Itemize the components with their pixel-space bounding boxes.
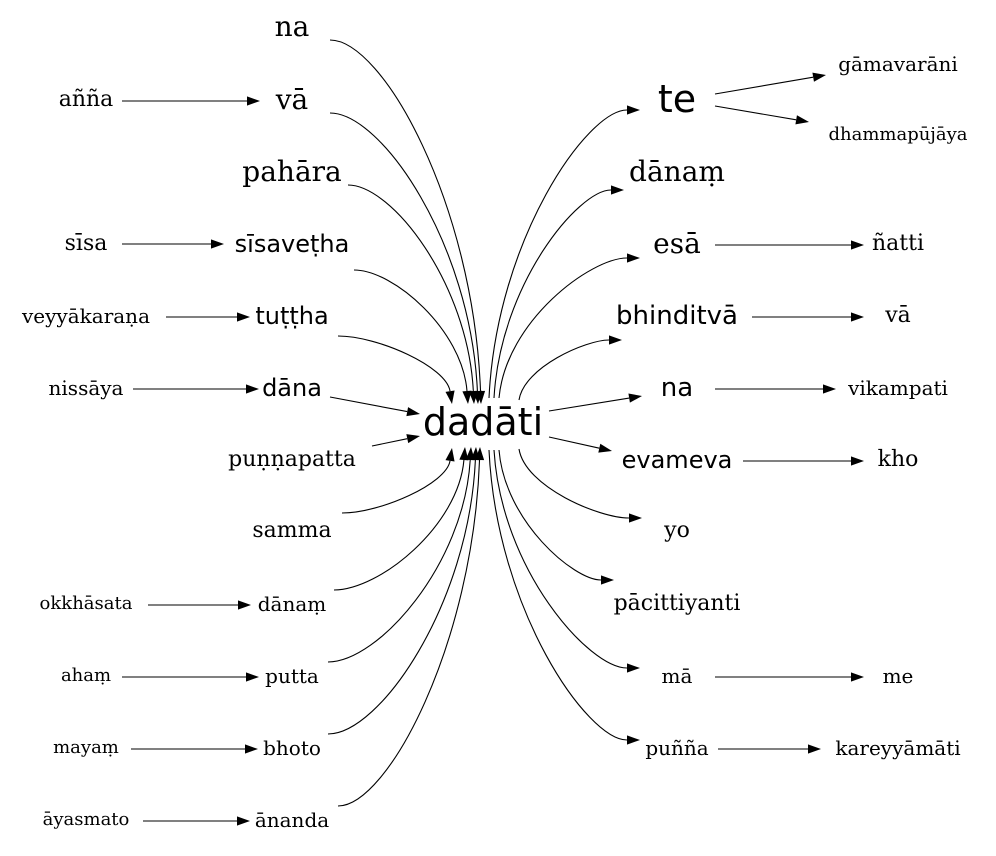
node-l-sisa: sīsa	[64, 231, 108, 256]
arrowhead-l-mayam-to-l-bhoto	[245, 744, 258, 754]
arrowhead-l-sisavetha-to-dadati	[462, 390, 472, 404]
node-r-yo: yo	[664, 518, 690, 543]
node-r-danam: dānaṃ	[629, 155, 725, 188]
arrowhead-l-danam-to-dadati	[459, 447, 469, 461]
edge-l-putta-to-dadati	[327, 459, 471, 663]
arrowhead-l-aham-to-l-putta	[246, 672, 259, 682]
arrowhead-r-punna-to-r-kareyyamati	[808, 744, 821, 754]
edge-l-punnapatta-to-dadati	[371, 438, 408, 447]
node-r-vikampati: vikampati	[848, 376, 948, 400]
arrowhead-l-okkhasata-to-l-danam	[238, 600, 251, 610]
arrowhead-l-sisa-to-l-sisavetha	[211, 239, 224, 249]
edge-l-va-to-dadati	[329, 112, 478, 392]
edge-dadati-to-r-na	[548, 397, 630, 412]
arrowhead-r-te-to-r-dhammapujaya	[795, 115, 809, 125]
node-r-punna: puñña	[645, 736, 709, 760]
edge-dadati-to-r-yo	[518, 448, 630, 519]
arrowhead-dadati-to-r-danam	[611, 185, 624, 195]
node-r-ma: mā	[661, 664, 693, 688]
edge-l-danam-to-dadati	[333, 459, 465, 591]
node-l-dana: dāna	[262, 374, 322, 402]
arrowhead-r-na-to-r-vikampati	[823, 384, 836, 394]
arrowhead-l-punnapatta-to-dadati	[406, 434, 420, 444]
arrowhead-dadati-to-r-esa	[627, 253, 640, 263]
edge-dadati-to-r-ma	[493, 449, 628, 669]
node-l-tuttha: tuṭṭha	[255, 302, 329, 330]
edge-l-tuttha-to-dadati	[337, 335, 451, 392]
edge-dadati-to-r-te	[488, 109, 628, 399]
node-l-mayam: mayaṃ	[53, 737, 119, 758]
node-l-na: na	[274, 10, 310, 43]
arrowhead-dadati-to-r-pacittiyanti	[601, 575, 614, 585]
edge-l-dana-to-dadati	[329, 396, 408, 413]
arrowhead-l-samma-to-dadati	[445, 448, 455, 462]
node-dadati: dadāti	[422, 400, 544, 444]
node-r-na: na	[660, 373, 694, 403]
node-l-va: vā	[275, 83, 309, 116]
node-l-punnapatta: puṇṇapatta	[228, 447, 356, 472]
node-l-anna: añña	[58, 87, 114, 112]
node-l-ananda: ānanda	[254, 808, 330, 832]
arrowhead-dadati-to-r-bhinditva	[609, 335, 622, 345]
node-l-okkhasata: okkhāsata	[39, 593, 133, 614]
node-r-dhammapujaya: dhammapūjāya	[828, 124, 968, 145]
edge-l-sisavetha-to-dadati	[353, 269, 468, 392]
edge-l-na-to-dadati	[329, 39, 482, 392]
node-l-ayasmato: āyasmato	[42, 809, 130, 830]
edge-r-te-to-r-dhammapujaya	[714, 105, 797, 121]
arrowhead-l-pahara-to-dadati	[468, 390, 478, 404]
arrowhead-l-ayasmato-to-l-ananda	[237, 816, 250, 826]
node-l-pahara: pahāra	[242, 155, 342, 188]
arrowhead-l-nissaya-to-l-dana	[246, 384, 259, 394]
node-r-va: vā	[885, 303, 911, 328]
node-r-natti: ñatti	[871, 231, 925, 256]
edge-dadati-to-r-pacittiyanti	[498, 449, 602, 581]
arrowhead-l-anna-to-l-va	[247, 96, 260, 106]
edge-l-ananda-to-dadati	[337, 459, 481, 807]
node-l-aham: ahaṃ	[60, 665, 112, 686]
arrowhead-dadati-to-r-yo	[629, 513, 642, 523]
node-r-kareyyamati: kareyyāmāti	[835, 736, 961, 760]
node-l-danam: dānaṃ	[257, 592, 327, 616]
arrowhead-dadati-to-r-te	[627, 105, 640, 115]
node-l-veyyakarana: veyyākaraṇa	[22, 304, 150, 328]
node-r-evameva: evameva	[621, 446, 733, 474]
arrowhead-l-tuttha-to-dadati	[445, 390, 455, 404]
arrowhead-dadati-to-r-ma	[627, 663, 640, 673]
edge-r-te-to-r-gamavarani	[714, 76, 814, 95]
arrowhead-l-veyyakarana-to-l-tuttha	[237, 312, 250, 322]
edge-l-bhoto-to-dadati	[327, 459, 476, 735]
edge-dadati-to-r-evameva	[548, 436, 600, 449]
node-r-pacittiyanti: pācittiyanti	[613, 591, 741, 616]
node-r-kho: kho	[877, 447, 919, 472]
node-l-bhoto: bhoto	[263, 736, 321, 760]
node-l-sisavetha: sīsaveṭha	[234, 230, 350, 258]
arrowhead-r-bhinditva-to-r-va	[851, 312, 864, 322]
edge-dadati-to-r-bhinditva	[518, 339, 610, 401]
arrowhead-dadati-to-r-na	[628, 393, 642, 403]
node-r-gamavarani: gāmavarāni	[838, 52, 958, 76]
node-l-samma: samma	[252, 518, 332, 543]
arrowhead-dadati-to-r-evameva	[598, 443, 612, 453]
arrowhead-r-ma-to-r-me	[851, 672, 864, 682]
arrowhead-dadati-to-r-punna	[627, 735, 640, 745]
arrowhead-r-esa-to-r-natti	[851, 240, 864, 250]
node-r-te: te	[657, 77, 697, 121]
node-l-nissaya: nissāya	[48, 376, 124, 400]
arrowhead-r-evameva-to-r-kho	[851, 456, 864, 466]
arrowhead-l-dana-to-dadati	[406, 407, 420, 417]
edge-dadati-to-r-esa	[498, 257, 628, 399]
edge-l-samma-to-dadati	[341, 460, 451, 514]
edge-dadati-to-r-punna	[488, 449, 628, 741]
edge-dadati-to-r-danam	[493, 189, 612, 399]
arrowhead-r-te-to-r-gamavarani	[812, 72, 826, 82]
node-r-me: me	[882, 664, 914, 688]
node-r-bhinditva: bhinditvā	[616, 301, 738, 331]
arrowhead-l-ananda-to-dadati	[474, 447, 485, 461]
node-l-putta: putta	[265, 664, 319, 688]
edge-l-pahara-to-dadati	[347, 184, 474, 392]
node-r-esa: esā	[653, 227, 701, 260]
